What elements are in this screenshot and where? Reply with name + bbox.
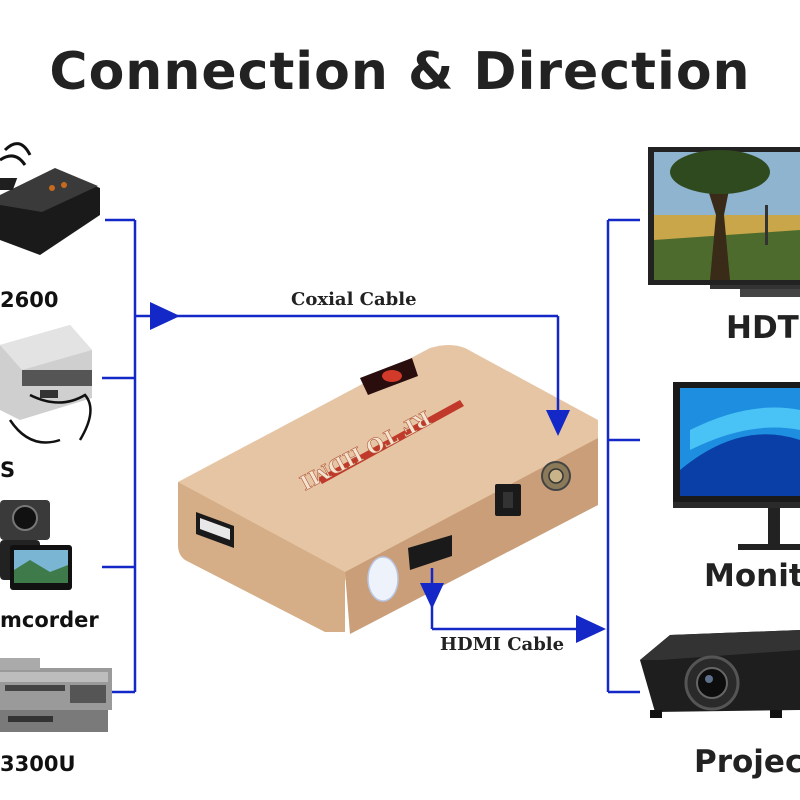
hdmi-down-arrow xyxy=(420,583,444,609)
source-label-s: S xyxy=(0,458,16,482)
hdmi-output-arrow xyxy=(576,615,606,643)
output-label-hdtv: HDT xyxy=(726,310,799,346)
hdmi-cable-label: HDMI Cable xyxy=(440,634,565,655)
source-label-vcr: 3300U xyxy=(0,752,76,776)
coax-cable-label: Coxial Cable xyxy=(291,289,417,310)
source-label-2600: 2600 xyxy=(0,288,59,312)
output-label-projector: Projec xyxy=(694,744,800,780)
hdtv-icon xyxy=(648,147,800,297)
game-console-icon xyxy=(0,142,100,255)
vcr-icon xyxy=(0,658,112,732)
page-title: Connection & Direction xyxy=(49,42,751,102)
coax-down-arrow xyxy=(546,410,570,436)
camcorder-icon xyxy=(0,500,72,590)
direction-arrows xyxy=(150,302,606,643)
source-label-camcorder: mcorder xyxy=(0,608,99,632)
rf-to-hdmi-converter xyxy=(178,345,598,634)
projector-icon xyxy=(640,630,800,718)
coax-input-arrow xyxy=(150,302,180,330)
retro-console-icon xyxy=(0,325,92,444)
output-label-monitor: Monit xyxy=(704,558,800,594)
monitor-icon xyxy=(673,382,800,550)
